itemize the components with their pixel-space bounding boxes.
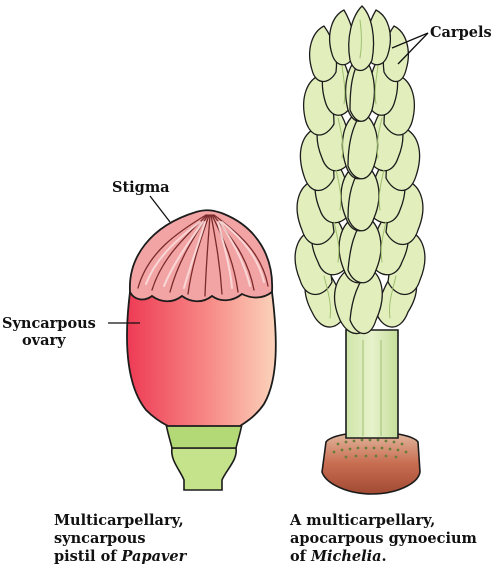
papaver-pistil [126, 209, 277, 491]
michelia-caption: A multicarpellary, apocarpous gynoecium … [290, 512, 477, 566]
syncarpous-ovary-label-line2: ovary [22, 332, 66, 349]
michelia-receptacle [321, 431, 421, 495]
michelia-carpels [294, 5, 426, 335]
michelia-caption-line1: A multicarpellary, [290, 512, 436, 529]
papaver-caption: Multicarpellary, syncarpous pistil of Pa… [54, 512, 186, 566]
syncarpous-ovary-label-line1: Syncarpous [2, 315, 96, 332]
carpels-leader-line-2 [397, 32, 429, 65]
carpels-label: Carpels [430, 24, 492, 41]
papaver-caption-line1: Multicarpellary, [54, 512, 184, 529]
syncarpous-ovary-label: Syncarpous ovary [2, 315, 96, 349]
papaver-ovary [126, 291, 277, 427]
stigmatic-ray-highlights [145, 221, 265, 289]
receptacle-scars [332, 438, 408, 459]
michelia-caption-line2: apocarpous gynoecium [290, 530, 477, 547]
michelia-genus: Michelia [310, 548, 382, 565]
stigma-leader-line [149, 195, 171, 223]
papaver-caption-line2: syncarpous [54, 530, 146, 547]
michelia-caption-line3: of Michelia. [290, 548, 387, 565]
stigma-label: Stigma [112, 179, 170, 196]
carpels-leader-line-1 [391, 32, 429, 49]
papaver-neck [165, 423, 243, 449]
papaver-caption-line3: pistil of Papaver [54, 548, 187, 565]
michelia-axis [345, 329, 399, 439]
papaver-genus: Papaver [121, 548, 187, 565]
carpel-midribs [323, 19, 397, 319]
papaver-stalk [170, 447, 237, 491]
michelia-gynoecium [294, 5, 426, 495]
